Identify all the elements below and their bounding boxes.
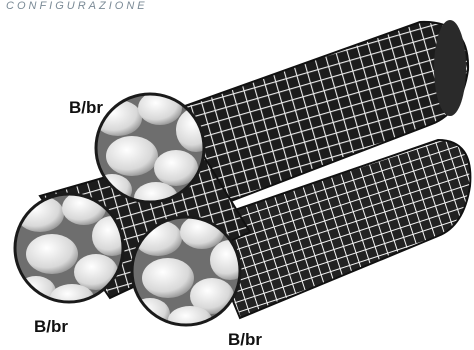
stone-size-label: B/br [69, 98, 103, 118]
stone-size-label: B/br [228, 330, 262, 350]
stone-size-label: B/br [34, 317, 68, 337]
